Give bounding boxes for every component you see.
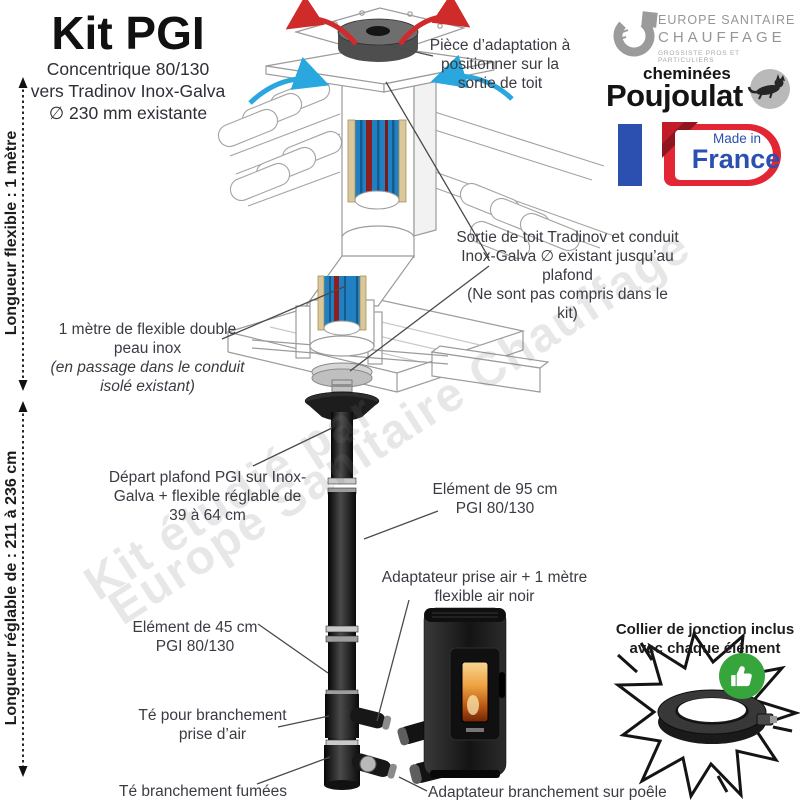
approval-badge [719, 653, 765, 699]
subtitle-line1: Concentrique 80/130 [46, 59, 210, 79]
subtitle-line3: ∅ 230 mm existante [48, 103, 208, 123]
page-title: Kit PGI [51, 7, 205, 59]
label-flexible-inox-text: 1 mètre de flexible double peau inox [58, 321, 237, 357]
made-in-france-line2: France [691, 144, 781, 174]
pellet-stove [423, 607, 507, 778]
label-collier-jonction: Collier de jonction inclus avec chaque é… [615, 621, 795, 657]
esc-logo-icon [613, 11, 658, 57]
roof-tiles-left [217, 77, 343, 202]
red-curved-arrow-left-icon [285, 0, 358, 46]
dimension-label-flexible: Longueur flexible : 1 mètre [3, 130, 20, 336]
subtitle-line2: vers Tradinov Inox-Galva [30, 81, 226, 101]
label-element-45: Elément de 45 cm PGI 80/130 [132, 619, 258, 655]
poujoulat-logo-main: Poujoulat [606, 78, 743, 113]
flex-liner-cutaway-top [347, 119, 407, 210]
blue-curved-arrow-left-icon [248, 57, 330, 105]
poujoulat-logo-top: cheminées [643, 64, 731, 83]
red-curved-arrow-right-icon [398, 0, 471, 46]
label-depart-plafond: Départ plafond PGI sur Inox-Galva + flex… [108, 469, 307, 524]
poujoulat-cat-icon [747, 69, 790, 109]
dimension-arrow-reglable [18, 401, 28, 777]
label-flexible-inox: 1 mètre de flexible double peau inox (en… [40, 320, 255, 396]
stove-handle [499, 672, 505, 698]
blue-curved-arrow-right-icon [430, 54, 514, 101]
made-in-france-badge [618, 122, 781, 186]
esc-logo-text: EUROPE SANITAIRE CHAUFFAGE GROSSISTE PRO… [658, 13, 798, 64]
label-adaptateur-poele: Adaptateur branchement sur poêle [428, 784, 667, 800]
esc-logo-line1: EUROPE SANITAIRE [658, 13, 796, 27]
label-element-95: Elément de 95 cm PGI 80/130 [432, 481, 558, 517]
dimension-arrow-flexible [18, 77, 28, 391]
esc-logo-line3: GROSSISTE PROS ET PARTICULIERS [658, 50, 740, 64]
leader-lines [221, 45, 490, 792]
french-flag-blue-bar [618, 124, 642, 186]
roof-line-art [217, 77, 615, 260]
label-piece-adaptation: Pièce d’adaptation à positionner sur la … [429, 37, 571, 92]
label-adaptateur-air: Adaptateur prise air + 1 mètre flexible … [381, 569, 588, 605]
red-rotation-arrows [285, 0, 471, 46]
esc-logo-line2: CHAUFFAGE [658, 29, 786, 46]
blue-position-arrows [248, 54, 514, 105]
roof-tiles-right [459, 182, 581, 260]
tee-air-intake [325, 694, 392, 738]
flex-liner-cutaway-ceiling [317, 275, 367, 336]
label-sortie-toit: Sortie de toit Tradinov et conduit Inox-… [455, 228, 680, 323]
junction-collar [657, 689, 777, 744]
label-sortie-toit-note: (Ne sont pas compris dans le kit) [467, 286, 668, 322]
made-in-france-line1: Made in [712, 131, 762, 146]
thumbs-up-icon [731, 666, 752, 687]
title-block: Kit PGI Concentrique 80/130 vers Tradino… [20, 8, 236, 124]
tee-smoke [324, 739, 397, 790]
adaptation-piece [337, 18, 419, 62]
label-sortie-toit-text: Sortie de toit Tradinov et conduit Inox-… [456, 229, 679, 284]
label-te-fumees: Té branchement fumées [118, 783, 287, 800]
dimension-label-reglable: Longueur réglable de : 211 à 236 cm [3, 450, 20, 726]
label-flexible-inox-note: (en passage dans le conduit isolé exista… [50, 359, 245, 395]
label-te-air: Té pour branchement prise d’air [138, 707, 287, 743]
